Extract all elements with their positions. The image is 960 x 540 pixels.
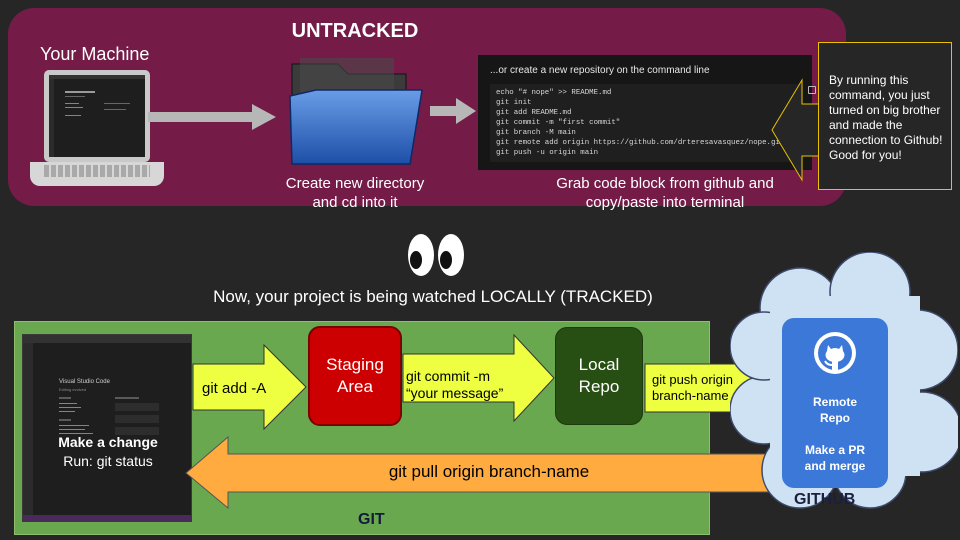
terminal-line: git remote add origin https://github.com…: [496, 139, 785, 147]
folder-icon: [289, 58, 423, 165]
git-add-label: git add -A: [202, 380, 267, 397]
terminal-line: git commit -m "first commit": [496, 119, 621, 127]
terminal-line: git init: [496, 99, 532, 107]
git-label: GIT: [358, 511, 385, 528]
callout-pointer: [771, 78, 820, 182]
remote-label-line: Remote: [812, 395, 857, 409]
laptop-icon: [30, 70, 164, 192]
git-pull-label: git pull origin branch-name: [388, 462, 590, 481]
git-commit-arrow: [402, 334, 555, 422]
git-commit-label: git commit -m “your message”: [406, 368, 503, 402]
make-change-label: Make a change: [58, 434, 158, 450]
commit-label-line: git commit -m: [406, 368, 490, 384]
arrow-folder-to-terminal: [430, 98, 476, 124]
vscode-screenshot: Visual Studio Code Editing evolved: [22, 334, 192, 522]
commit-label-line: “your message”: [406, 385, 504, 401]
staging-area-box: Staging Area: [308, 326, 402, 426]
folder-caption-line: and cd into it: [312, 194, 398, 211]
terminal-commands: echo "# nope" >> README.md git init git …: [490, 84, 800, 162]
remote-repo-label: Remote Repo: [782, 394, 888, 426]
terminal-caption: Grab code block from github and copy/pas…: [520, 174, 810, 212]
git-push-label: git push origin branch-name: [652, 372, 733, 404]
your-machine-label: Your Machine: [40, 44, 150, 64]
pr-label-line: and merge: [804, 459, 866, 473]
editor-subtitle: Editing evolved: [59, 387, 87, 392]
terminal-code-block: ...or create a new repository on the com…: [478, 55, 812, 170]
terminal-line: echo "# nope" >> README.md: [496, 89, 612, 97]
github-icon: [814, 332, 856, 374]
tracked-message: Now, your project is being watched LOCAL…: [213, 287, 653, 306]
make-pr-label: Make a PR and merge: [782, 442, 888, 474]
callout-note: By running this command, you just turned…: [818, 42, 952, 190]
terminal-caption-line: Grab code block from github and: [556, 175, 774, 192]
push-label-line: branch-name: [652, 388, 729, 403]
terminal-line: git add README.md: [496, 109, 572, 117]
editor-title: Visual Studio Code: [59, 379, 110, 385]
local-repo-label: Local: [578, 355, 620, 374]
terminal-line: git branch -M main: [496, 129, 576, 137]
untracked-title: UNTRACKED: [291, 20, 419, 42]
arrow-machine-to-folder: [148, 104, 276, 130]
staging-label: Staging: [326, 355, 384, 374]
run-git-status-label: Run: git status: [63, 453, 153, 469]
terminal-caption-line: copy/paste into terminal: [585, 194, 745, 211]
local-repo-label: Repo: [578, 377, 620, 396]
eyes-icon: [408, 234, 464, 276]
staging-label: Area: [337, 377, 373, 396]
terminal-heading: ...or create a new repository on the com…: [490, 65, 710, 76]
remote-label-line: Repo: [820, 411, 850, 425]
git-add-arrow: [192, 344, 307, 430]
local-repo-box: Local Repo: [555, 327, 643, 425]
push-label-line: git push origin: [652, 372, 733, 387]
github-label: GITHUB: [794, 491, 856, 508]
terminal-line: git push -u origin main: [496, 149, 599, 157]
folder-caption-line: Create new directory: [285, 175, 425, 192]
copy-icon[interactable]: [808, 86, 816, 94]
folder-caption: Create new directory and cd into it: [270, 174, 440, 212]
pr-label-line: Make a PR: [804, 443, 866, 457]
